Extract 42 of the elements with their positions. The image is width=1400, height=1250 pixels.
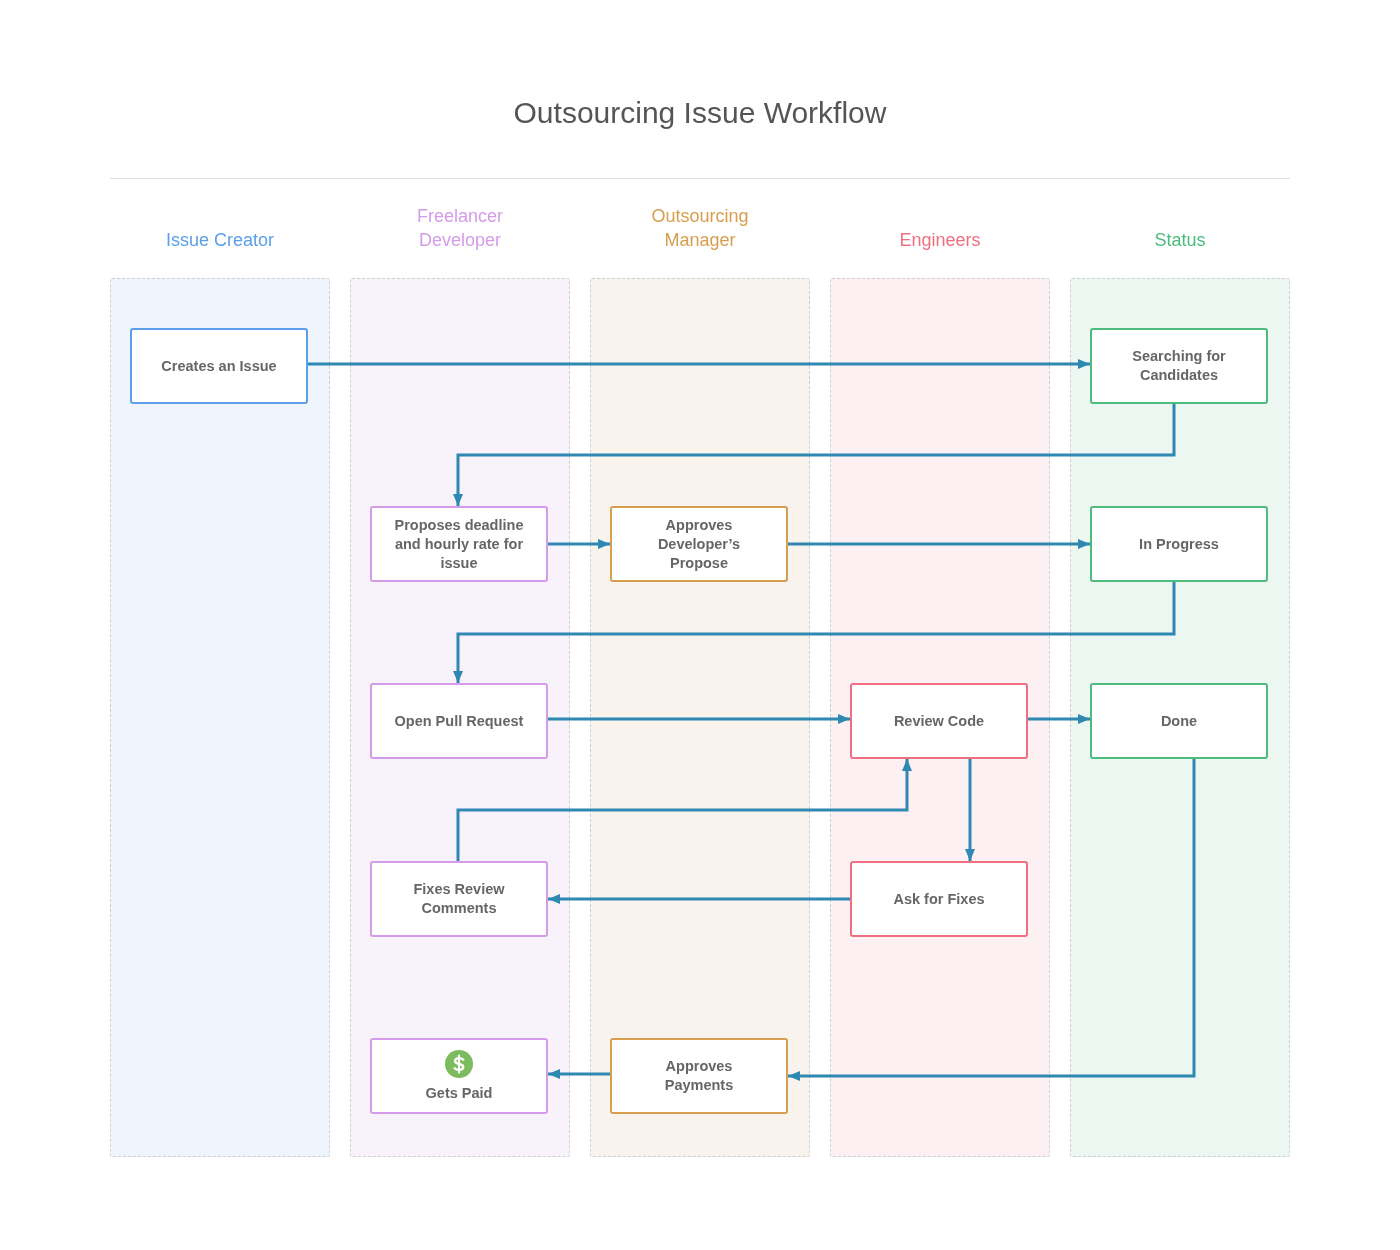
process-box	[130, 328, 308, 404]
step-label: Creates an Issue	[161, 356, 277, 376]
step-label: Proposes deadline and hourly rate for issue	[393, 515, 525, 573]
step-label: Done	[1160, 711, 1198, 731]
arrow	[548, 1069, 610, 1079]
arrow	[788, 759, 1196, 1081]
arrow	[548, 539, 610, 549]
process-box	[1090, 683, 1268, 759]
lane-heading: Freelancer Developer	[415, 205, 504, 252]
process-box	[370, 1038, 548, 1114]
process-box	[1090, 506, 1268, 582]
process-box	[850, 683, 1028, 759]
arrow	[1028, 714, 1090, 724]
arrow	[308, 359, 1090, 369]
process-box	[1090, 328, 1268, 404]
step-label: Open Pull Request	[394, 711, 524, 731]
arrow	[453, 404, 1176, 506]
lane-heading: Engineers	[899, 229, 981, 252]
process-box	[610, 1038, 788, 1114]
process-box	[370, 861, 548, 937]
lane-heading: Issue Creator	[166, 229, 274, 252]
arrow	[788, 539, 1090, 549]
arrow	[965, 759, 975, 861]
step-label: Ask for Fixes	[893, 889, 985, 909]
lane-heading: Status	[1154, 229, 1206, 252]
process-box	[610, 506, 788, 582]
arrow	[548, 894, 850, 904]
step-label: Approves Payments	[663, 1057, 735, 1095]
step-label: Searching for Candidates	[1131, 347, 1227, 385]
diagram-title: Outsourcing Issue Workflow	[513, 95, 887, 131]
arrow	[453, 582, 1176, 683]
step-label: Gets Paid	[425, 1083, 493, 1103]
step-label: Fixes Review Comments	[412, 880, 506, 918]
arrow	[456, 759, 912, 861]
step-label: Review Code	[893, 711, 985, 731]
arrow	[548, 714, 850, 724]
process-box	[370, 683, 548, 759]
step-label: Approves Developer’s Propose	[656, 515, 742, 573]
lane-heading: Outsourcing Manager	[650, 205, 750, 252]
process-box	[850, 861, 1028, 937]
process-box	[370, 506, 548, 582]
step-label: In Progress	[1139, 534, 1219, 554]
